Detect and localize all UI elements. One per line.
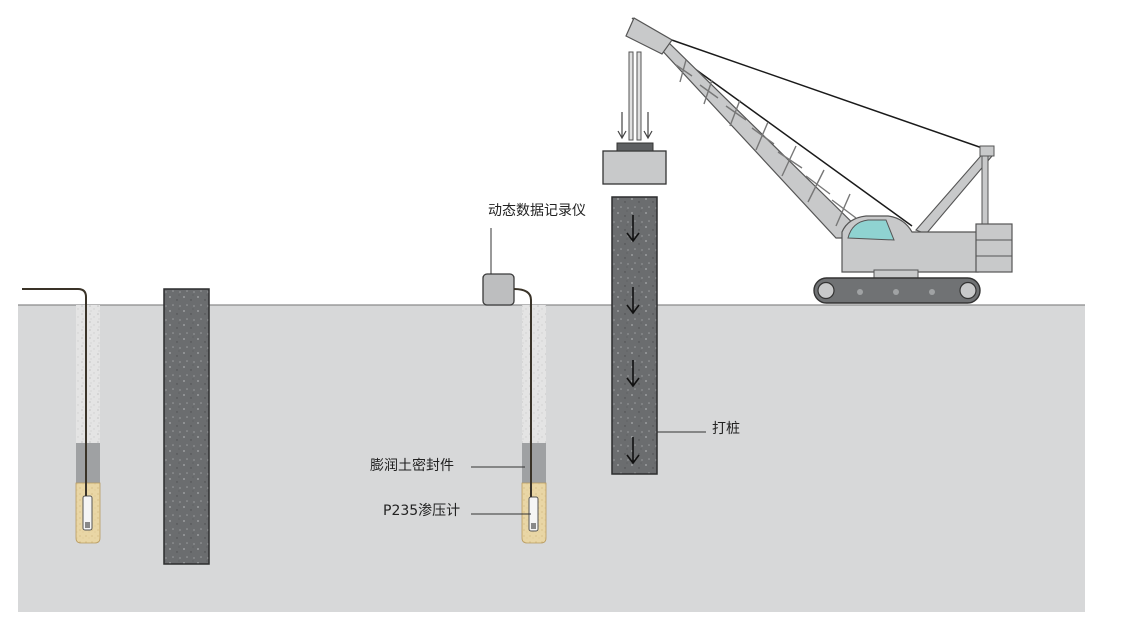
crawler-crane [625, 17, 1013, 304]
label-pile-driving: 打桩 [712, 421, 740, 437]
label-data-logger: 动态数据记录仪 [488, 203, 586, 219]
signal-cable-left [22, 288, 87, 496]
label-bentonite-seal: 膨润土密封件 [370, 458, 454, 474]
arrow-down-icon [626, 215, 640, 465]
data-logger-icon [482, 273, 515, 306]
piezometer-sensor-left [82, 495, 93, 531]
borehole-middle [521, 305, 547, 544]
borehole-left [75, 305, 101, 544]
pile-hammer [602, 51, 667, 185]
label-piezometer: P235渗压计 [383, 503, 461, 519]
cab-window [847, 219, 895, 241]
pile-installed [163, 288, 210, 565]
pile-being-driven [611, 196, 658, 475]
signal-cable-middle [513, 288, 532, 497]
